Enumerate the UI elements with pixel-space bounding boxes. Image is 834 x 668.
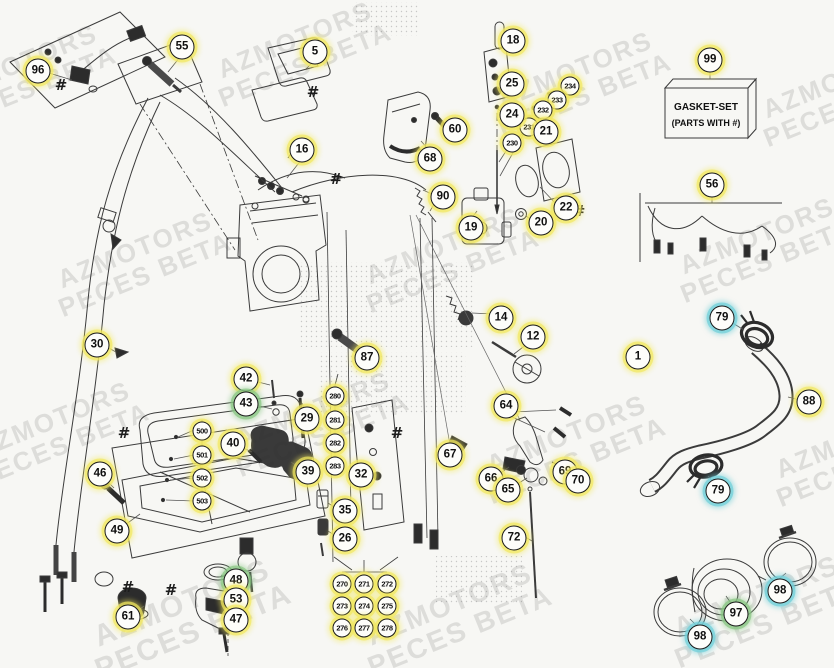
part-callout-40: 40 — [220, 431, 246, 457]
adjuster-spring — [291, 174, 437, 223]
part-callout-56: 56 — [699, 172, 725, 198]
part-callout-29: 29 — [294, 406, 320, 432]
part-callout-98: 98 — [767, 578, 793, 604]
part-callout-53: 53 — [223, 587, 249, 613]
gasket-part-hash-mark: # — [390, 424, 404, 442]
part-callout-26: 26 — [332, 526, 358, 552]
part-callout-64: 64 — [493, 393, 519, 419]
hose-clamp-left — [653, 575, 707, 637]
plunger-87 — [331, 328, 361, 354]
part-callout-233: 233 — [547, 90, 567, 110]
part-callout-16: 16 — [289, 137, 315, 163]
gasket-part-hash-mark: # — [121, 578, 135, 596]
part-callout-21: 21 — [533, 119, 559, 145]
part-callout-25: 25 — [499, 71, 525, 97]
part-callout-270: 270 — [332, 574, 352, 594]
starter-plunger — [445, 295, 474, 326]
gasket-part-hash-mark: # — [329, 170, 343, 188]
part-callout-18: 18 — [500, 28, 526, 54]
part-callout-281: 281 — [325, 410, 345, 430]
part-callout-500: 500 — [192, 421, 212, 441]
part-callout-14: 14 — [488, 305, 514, 331]
part-callout-283: 283 — [325, 456, 345, 476]
part-callout-271: 271 — [354, 574, 374, 594]
part-callout-272: 272 — [377, 574, 397, 594]
rubber-covers — [247, 425, 313, 480]
part-callout-87: 87 — [354, 345, 380, 371]
part-callout-65: 65 — [495, 477, 521, 503]
part-callout-46: 46 — [87, 461, 113, 487]
part-callout-79: 79 — [709, 305, 735, 331]
part-callout-230: 230 — [502, 133, 522, 153]
part-callout-43: 43 — [233, 391, 259, 417]
part-callout-277: 277 — [354, 618, 374, 638]
gasket-part-hash-mark: # — [164, 581, 178, 599]
throttle-wheel — [491, 340, 542, 384]
top-cover — [251, 37, 331, 122]
gasket-set-title: GASKET-SET — [674, 102, 738, 113]
part-callout-32: 32 — [348, 462, 374, 488]
part-callout-60: 60 — [442, 117, 468, 143]
part-callout-278: 278 — [377, 618, 397, 638]
part-callout-234: 234 — [560, 76, 580, 96]
bowl-gasket — [138, 395, 306, 503]
throttle-cable-panel — [9, 11, 166, 109]
wire-clamp-bottom — [686, 453, 724, 489]
part-callout-99: 99 — [697, 47, 723, 73]
part-callout-67: 67 — [437, 442, 463, 468]
part-callout-98: 98 — [687, 624, 713, 650]
part-callout-55: 55 — [169, 34, 195, 60]
o-rings — [515, 138, 581, 220]
part-callout-35: 35 — [332, 498, 358, 524]
part-callout-30: 30 — [84, 332, 110, 358]
part-callout-88: 88 — [796, 389, 822, 415]
drain-tip — [114, 347, 130, 359]
gasket-set-subtitle: (PARTS WITH #) — [672, 118, 741, 128]
choke-plunger-panel — [117, 39, 203, 105]
part-callout-5: 5 — [302, 39, 328, 65]
part-callout-273: 273 — [332, 596, 352, 616]
part-callout-68: 68 — [417, 146, 443, 172]
part-callout-90: 90 — [430, 184, 456, 210]
part-callout-275: 275 — [377, 596, 397, 616]
part-callout-232: 232 — [533, 100, 553, 120]
part-callout-22: 22 — [553, 195, 579, 221]
part-callout-20: 20 — [528, 210, 554, 236]
part-callout-1: 1 — [625, 344, 651, 370]
main-jets — [316, 489, 329, 557]
wire-clamp-top — [739, 310, 775, 350]
part-callout-79: 79 — [705, 478, 731, 504]
wire-set — [639, 193, 782, 262]
part-callout-49: 49 — [104, 518, 130, 544]
carburetor-body — [226, 194, 439, 563]
part-callout-501: 501 — [192, 445, 212, 465]
gasket-set-box — [663, 77, 758, 140]
part-callout-61: 61 — [115, 604, 141, 630]
part-callout-42: 42 — [233, 366, 259, 392]
part-callout-70: 70 — [565, 468, 591, 494]
part-callout-96: 96 — [25, 58, 51, 84]
part-callout-72: 72 — [501, 525, 527, 551]
gasket-part-hash-mark: # — [54, 76, 68, 94]
throttle-cables — [39, 77, 283, 612]
part-callout-97: 97 — [723, 601, 749, 627]
part-callout-24: 24 — [499, 102, 525, 128]
part-callout-39: 39 — [295, 459, 321, 485]
part-callout-502: 502 — [192, 468, 212, 488]
part-callout-47: 47 — [223, 607, 249, 633]
part-callout-282: 282 — [325, 433, 345, 453]
part-callout-19: 19 — [458, 215, 484, 241]
gasket-part-hash-mark: # — [117, 424, 131, 442]
coolant-hose — [639, 336, 794, 497]
fuel-union — [97, 207, 122, 251]
part-callout-12: 12 — [520, 324, 546, 350]
gasket-part-hash-mark: # — [306, 83, 320, 101]
jet-panel — [351, 399, 405, 531]
part-callout-276: 276 — [332, 618, 352, 638]
hose-clamp-right — [763, 524, 817, 587]
part-callout-280: 280 — [325, 386, 345, 406]
part-callout-503: 503 — [192, 491, 212, 511]
part-callout-274: 274 — [354, 596, 374, 616]
